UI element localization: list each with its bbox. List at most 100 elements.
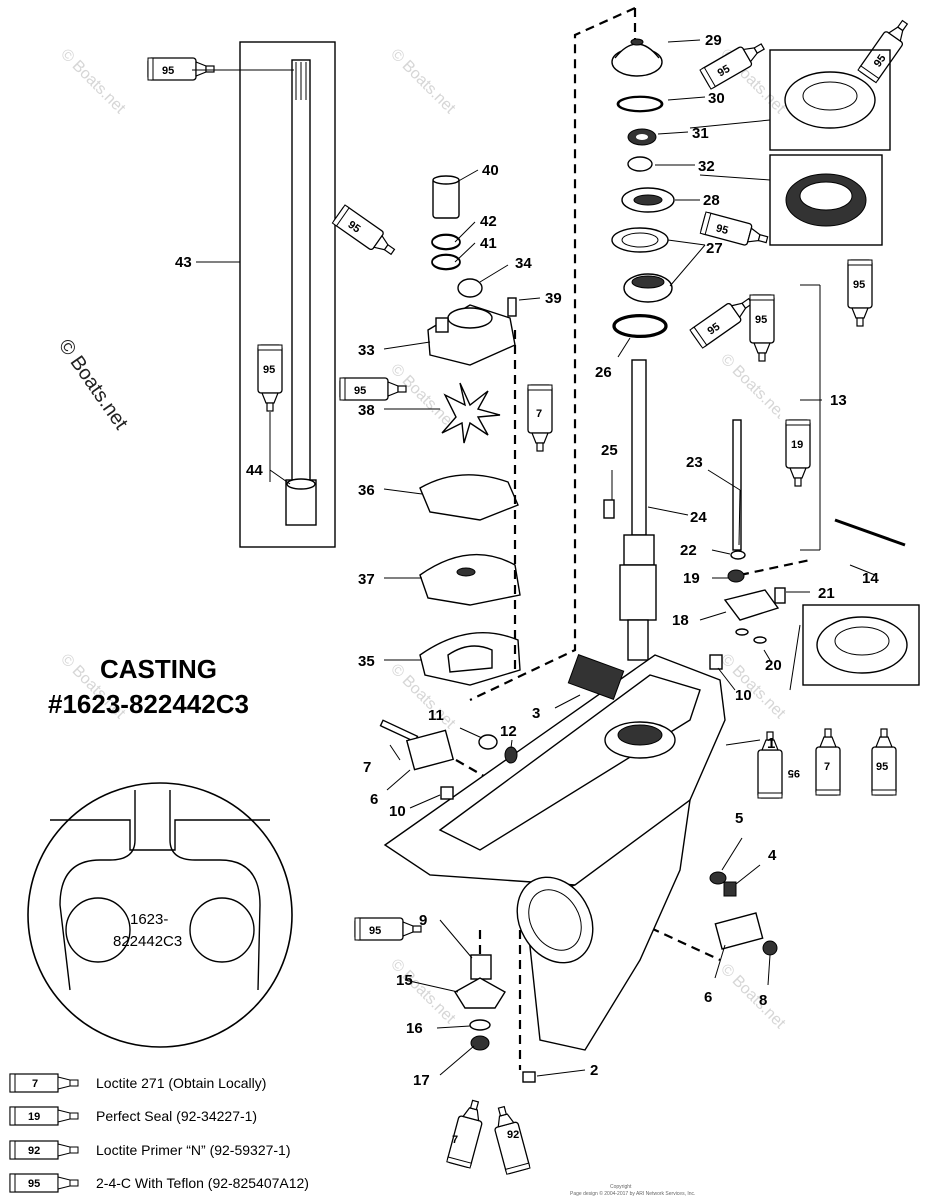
- legend-tube-92: 92: [9, 1140, 79, 1160]
- legend-tube-7: 7: [9, 1073, 79, 1093]
- pin-10: [440, 786, 454, 800]
- tube-95: 95: [147, 57, 215, 81]
- callout-27: 27: [706, 240, 723, 257]
- callout-31: 31: [692, 125, 709, 142]
- lower-hardware: [379, 654, 778, 1083]
- svg-text:7: 7: [536, 408, 542, 420]
- impeller-38: [441, 382, 501, 444]
- screw-7: [379, 719, 419, 743]
- tube-95: 95: [749, 294, 775, 362]
- gearcase-housing: [383, 654, 726, 1051]
- washer-32: [627, 156, 653, 172]
- watermark: © Boats.net: [387, 46, 459, 118]
- callout-42: 42: [480, 213, 497, 230]
- svg-text:95: 95: [162, 65, 174, 77]
- key-25: [603, 499, 615, 519]
- plate-37: [419, 553, 521, 606]
- svg-text:95: 95: [346, 219, 363, 236]
- callout-2: 2: [590, 1062, 598, 1079]
- callout-41: 41: [480, 235, 497, 252]
- screw-21: [774, 587, 786, 604]
- pinion-shaft-24: [631, 359, 647, 536]
- sealant-legend: 7 Loctite 271 (Obtain Locally) 19 Perfec…: [9, 1073, 309, 1193]
- tube-95: 95: [354, 917, 422, 941]
- svg-text:95: 95: [872, 53, 889, 70]
- svg-text:95: 95: [263, 364, 275, 376]
- callout-19: 19: [683, 570, 700, 587]
- callout-38: 38: [358, 402, 375, 419]
- watermark: © Boats.net: [717, 961, 789, 1033]
- copyright-line1: Copyright: [610, 1184, 632, 1190]
- seal-detail-boxes: [769, 49, 920, 686]
- legend-text-7: Loctite 271 (Obtain Locally): [96, 1075, 266, 1091]
- callout-9: 9: [419, 912, 427, 929]
- svg-text:95: 95: [755, 314, 767, 326]
- callout-3: 3: [532, 705, 540, 722]
- tube-95: 95: [257, 344, 283, 412]
- callout-34: 34: [515, 255, 532, 272]
- callout-25: 25: [601, 442, 618, 459]
- svg-text:92: 92: [28, 1145, 40, 1157]
- tube-95: 95: [689, 291, 758, 349]
- callout-44: 44: [246, 462, 263, 479]
- callout-1: 1: [767, 735, 775, 752]
- callout-20: 20: [765, 657, 782, 674]
- callout-numbers: 1 2 3 4 5 6 6 7 8 9 10 10 11 12 13 14 15…: [175, 32, 879, 1089]
- callout-28: 28: [703, 192, 720, 209]
- casting-title: CASTING: [100, 654, 217, 684]
- watermark-bold: © Boats.net: [54, 335, 132, 434]
- callout-32: 32: [698, 158, 715, 175]
- legend-text-92: Loctite Primer “N” (92-59327-1): [96, 1142, 291, 1158]
- anode-3: [567, 654, 625, 700]
- water-pump-parts: [419, 175, 521, 686]
- callout-8: 8: [759, 992, 767, 1009]
- washer-22: [730, 550, 746, 560]
- callout-40: 40: [482, 162, 499, 179]
- driveshaft-frame: [239, 41, 336, 548]
- screw-2: [522, 1071, 536, 1083]
- callout-10: 10: [389, 803, 406, 820]
- nut-19: [727, 569, 745, 583]
- callout-29: 29: [705, 32, 722, 49]
- grommet-34: [457, 278, 483, 298]
- callout-24: 24: [690, 509, 707, 526]
- svg-text:7: 7: [824, 761, 830, 773]
- svg-text:95: 95: [876, 761, 888, 773]
- casting-detail: 1623- 822442C3 CASTING #1623-822442C3: [27, 654, 293, 1048]
- callout-35: 35: [358, 653, 375, 670]
- shim-26: [612, 313, 668, 339]
- callout-21: 21: [818, 585, 835, 602]
- callout-36: 36: [358, 482, 375, 499]
- callout-16: 16: [406, 1020, 423, 1037]
- tube-95: 95: [339, 377, 407, 401]
- legend-tube-95: 95: [9, 1173, 79, 1193]
- copyright-line2: Page design © 2004-2017 by ARI Network S…: [570, 1190, 695, 1197]
- driveshaft: [285, 59, 317, 526]
- callout-43: 43: [175, 254, 192, 271]
- tube-19: 19: [785, 419, 811, 487]
- casting-detail-line2: 822442C3: [113, 933, 182, 950]
- callout-6: 6: [370, 791, 378, 808]
- shift-rod-13: [769, 245, 796, 530]
- tube-95: 95: [699, 211, 771, 251]
- shift-shaft-23: [732, 419, 742, 551]
- gear-15: [454, 977, 506, 1009]
- svg-text:95: 95: [369, 925, 381, 937]
- legend-text-19: Perfect Seal (92-34227-1): [96, 1108, 257, 1124]
- callout-5: 5: [735, 810, 743, 827]
- callout-18: 18: [672, 612, 689, 629]
- callout-11: 11: [428, 707, 444, 724]
- callout-4: 4: [768, 847, 777, 864]
- callout-15: 15: [396, 972, 413, 989]
- svg-text:7: 7: [32, 1078, 38, 1090]
- trim-tab-6: [405, 729, 455, 771]
- callout-22: 22: [680, 542, 697, 559]
- svg-text:19: 19: [791, 439, 803, 451]
- tie-14: [834, 518, 906, 547]
- tube-95: 95: [847, 259, 873, 327]
- callout-10b: 10: [735, 687, 752, 704]
- washer-5: [709, 871, 727, 885]
- o-ring-30: [616, 95, 664, 113]
- callout-12: 12: [500, 723, 517, 740]
- callout-30: 30: [708, 90, 725, 107]
